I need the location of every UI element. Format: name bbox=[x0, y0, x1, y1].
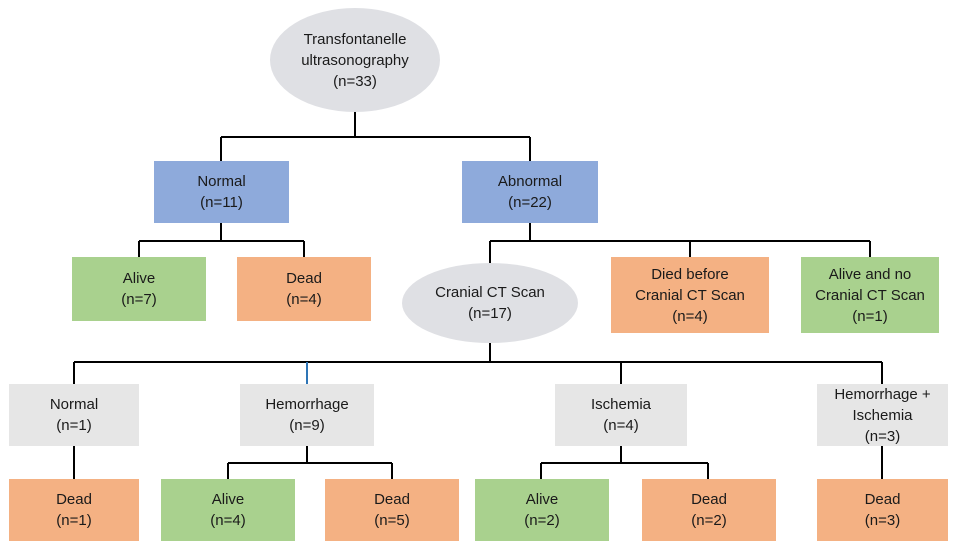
node-text-line: (n=1) bbox=[56, 512, 92, 529]
node-text-line: (n=4) bbox=[286, 291, 322, 308]
node-us-abnormal: Abnormal (n=22) bbox=[462, 161, 598, 223]
node-text-line: (n=3) bbox=[864, 427, 901, 445]
node-normal-alive: Alive (n=7) bbox=[72, 257, 206, 321]
node-ct-ischemia: Ischemia (n=4) bbox=[555, 384, 687, 446]
node-text-line: Cranial CT Scan bbox=[815, 286, 925, 304]
node-text-line: Normal bbox=[197, 173, 246, 190]
node-text-line: Dead bbox=[864, 491, 901, 508]
node-text-line: Alive and no bbox=[828, 265, 912, 283]
node-text-line: (n=9) bbox=[289, 417, 325, 434]
node-hemorrhage-ischemia-dead: Dead (n=3) bbox=[817, 479, 948, 541]
node-ct-normal: Normal (n=1) bbox=[9, 384, 139, 446]
node-normal-dead: Dead (n=4) bbox=[237, 257, 371, 321]
node-text-line: (n=1) bbox=[56, 417, 92, 434]
node-text-line: Dead bbox=[374, 491, 410, 508]
node-text-line: Cranial CT Scan bbox=[635, 286, 745, 304]
node-text-line: (n=11) bbox=[200, 194, 243, 211]
node-ischemia-dead: Dead (n=2) bbox=[642, 479, 776, 541]
node-text-line: Hemorrhage bbox=[265, 396, 349, 413]
node-text-line: Alive bbox=[525, 491, 559, 508]
node-text-line: Transfontanelle bbox=[303, 30, 407, 48]
node-text-line: Ischemia bbox=[852, 406, 913, 424]
node-cranial-ct-scan: Cranial CT Scan (n=17) bbox=[402, 263, 578, 343]
node-alive-no-ct: Alive and no Cranial CT Scan (n=1) bbox=[801, 257, 939, 333]
node-text-line: Died before bbox=[651, 265, 729, 283]
node-ischemia-alive: Alive (n=2) bbox=[475, 479, 609, 541]
node-text-line: Cranial CT Scan bbox=[435, 284, 545, 301]
node-transfontanelle-ultrasonography: Transfontanelle ultrasonography (n=33) bbox=[270, 8, 440, 112]
node-ct-hemorrhage: Hemorrhage (n=9) bbox=[240, 384, 374, 446]
node-text-line: Abnormal bbox=[497, 173, 563, 190]
node-text-line: (n=33) bbox=[333, 72, 377, 90]
node-text-line: (n=5) bbox=[374, 512, 410, 529]
node-text-line: Normal bbox=[49, 396, 99, 413]
node-text-line: (n=1) bbox=[852, 307, 888, 325]
node-text-line: Dead bbox=[286, 270, 322, 287]
node-ct-hemorrhage-ischemia: Hemorrhage + Ischemia (n=3) bbox=[817, 384, 948, 446]
node-text-line: Hemorrhage + bbox=[834, 385, 931, 403]
node-text-line: (n=3) bbox=[864, 512, 901, 529]
node-text-line: Alive bbox=[211, 491, 245, 508]
node-hemorrhage-alive: Alive (n=4) bbox=[161, 479, 295, 541]
node-text-line: (n=7) bbox=[121, 291, 157, 308]
node-text-line: (n=17) bbox=[468, 305, 512, 322]
node-text-line: Dead bbox=[56, 491, 92, 508]
node-hemorrhage-dead: Dead (n=5) bbox=[325, 479, 459, 541]
node-text-line: Alive bbox=[122, 270, 156, 287]
node-text-line: (n=22) bbox=[508, 194, 552, 211]
node-text-line: (n=2) bbox=[691, 512, 727, 529]
node-text-line: Ischemia bbox=[590, 396, 652, 413]
node-text-line: (n=4) bbox=[672, 307, 708, 325]
node-us-normal: Normal (n=11) bbox=[154, 161, 289, 223]
node-ct-normal-dead: Dead (n=1) bbox=[9, 479, 139, 541]
node-text-line: (n=4) bbox=[603, 417, 639, 434]
node-text-line: (n=4) bbox=[210, 512, 246, 529]
node-text-line: (n=2) bbox=[524, 512, 560, 529]
node-text-line: ultrasonography bbox=[301, 51, 409, 69]
node-text-line: Dead bbox=[691, 491, 727, 508]
